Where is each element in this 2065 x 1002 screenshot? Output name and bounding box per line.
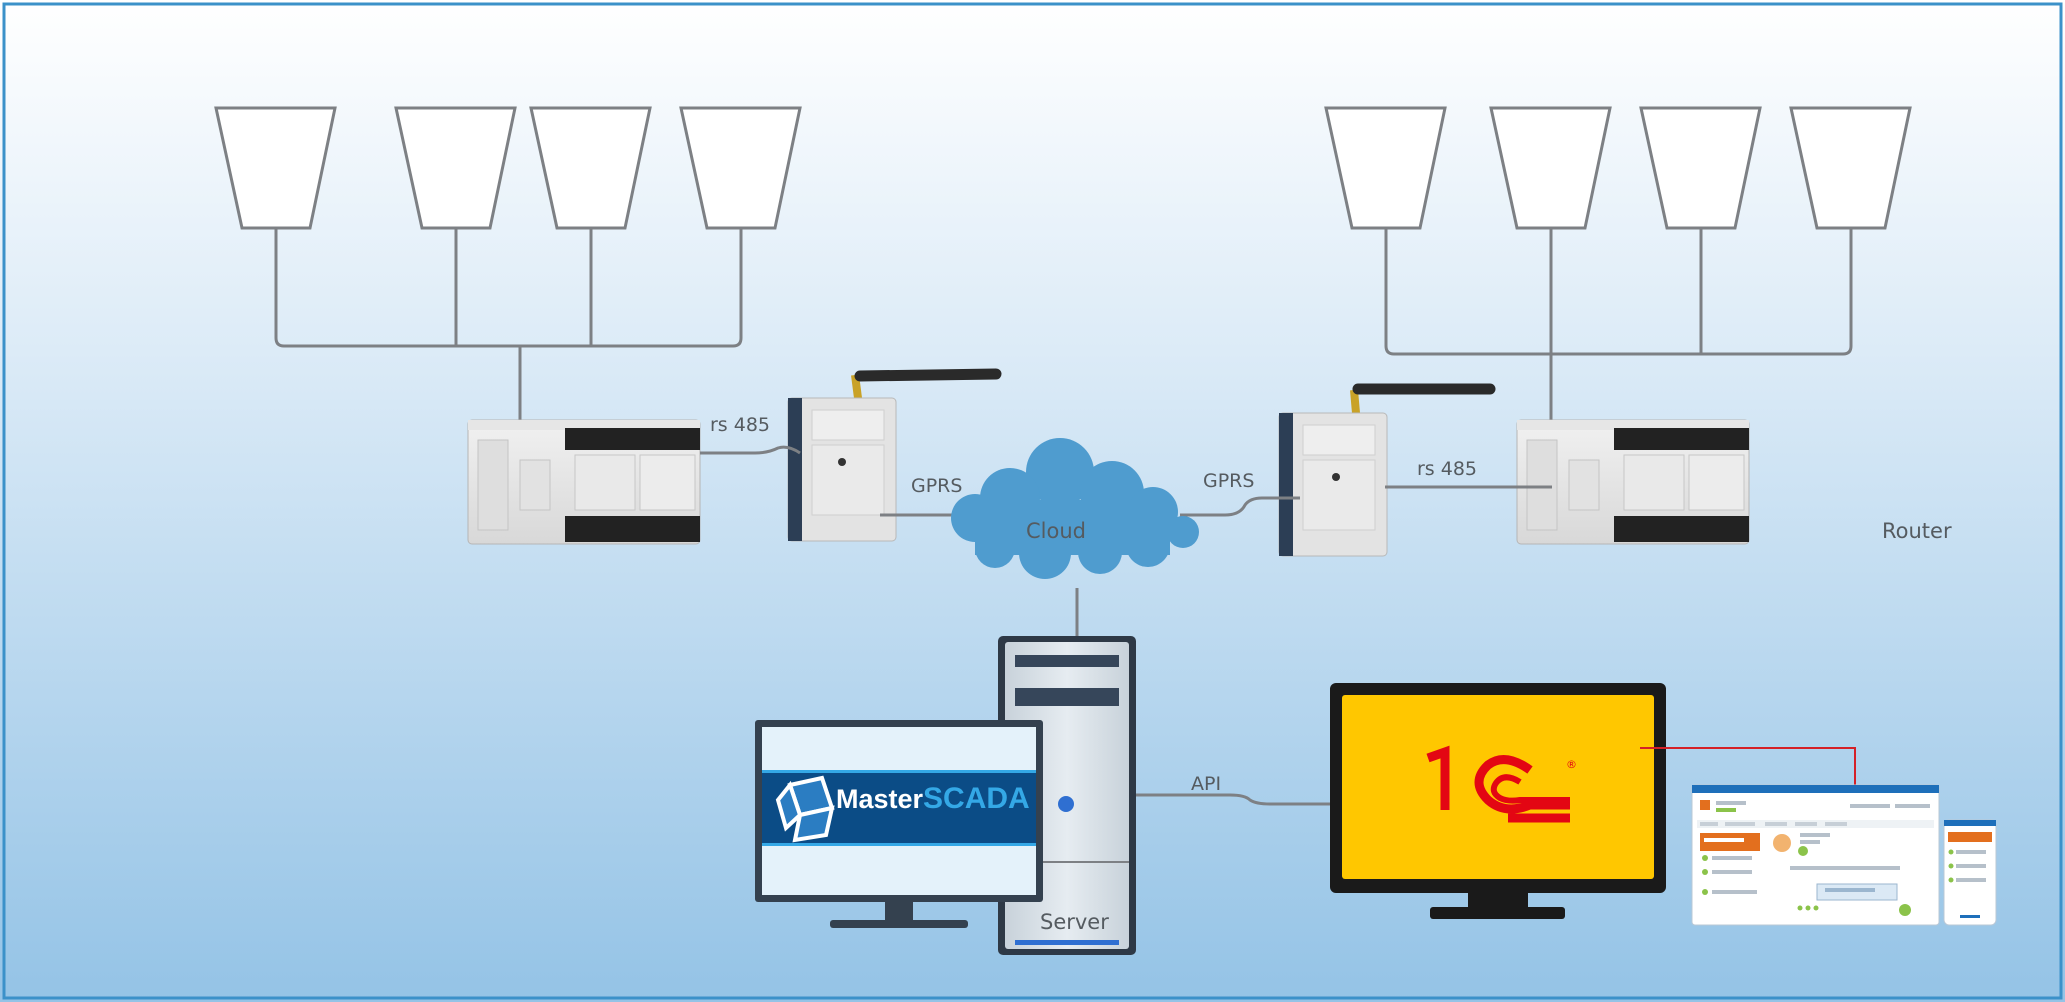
api-label: API <box>1191 773 1221 795</box>
mobile-app-screenshot <box>1943 819 1997 926</box>
gprs-modem-left <box>787 368 1002 542</box>
server-label: Server <box>1040 910 1109 934</box>
gprs-modem-right <box>1278 383 1496 557</box>
sensor-icon <box>529 106 652 230</box>
masterscada-logo-text: MasterSCADA <box>836 782 1030 815</box>
sensor-group-left <box>214 106 802 230</box>
router-label: Router <box>1882 519 1952 543</box>
masterscada-monitor <box>755 720 1043 928</box>
sensor-icon <box>214 106 337 230</box>
rs485-line-left <box>700 445 801 455</box>
plc-controller-right <box>1516 419 1750 545</box>
gprs-label-right: GPRS <box>1203 470 1254 492</box>
power-indicator-icon <box>1058 796 1074 812</box>
masterscada-logo-master: Master <box>836 784 924 814</box>
avatar <box>1773 834 1791 852</box>
gprs-label-left: GPRS <box>911 475 962 497</box>
gprs-line-right <box>1180 496 1300 517</box>
app-window-screenshot <box>1691 784 1940 926</box>
rs485-label-left: rs 485 <box>710 414 770 436</box>
sensor-icon <box>1789 106 1912 230</box>
sensor-icon <box>1489 106 1612 230</box>
sensor-group-right <box>1324 106 1912 230</box>
sensor-icon <box>1639 106 1762 230</box>
api-line <box>1135 793 1330 806</box>
sensor-icon <box>679 106 802 230</box>
rs485-label-right: rs 485 <box>1417 458 1477 480</box>
svg-text:®: ® <box>1566 758 1577 771</box>
onec-logo-icon <box>1426 745 1570 823</box>
connection-lines <box>700 445 1552 806</box>
cloud-icon <box>951 438 1199 579</box>
plc-controller-left <box>467 419 701 545</box>
sensor-icon <box>1324 106 1447 230</box>
masterscada-cube-icon <box>775 775 835 843</box>
sensor-icon <box>394 106 517 230</box>
cloud-label: Cloud <box>1026 519 1086 543</box>
onec-monitor: ® <box>1330 683 1666 919</box>
masterscada-logo-scada: SCADA <box>923 782 1030 815</box>
